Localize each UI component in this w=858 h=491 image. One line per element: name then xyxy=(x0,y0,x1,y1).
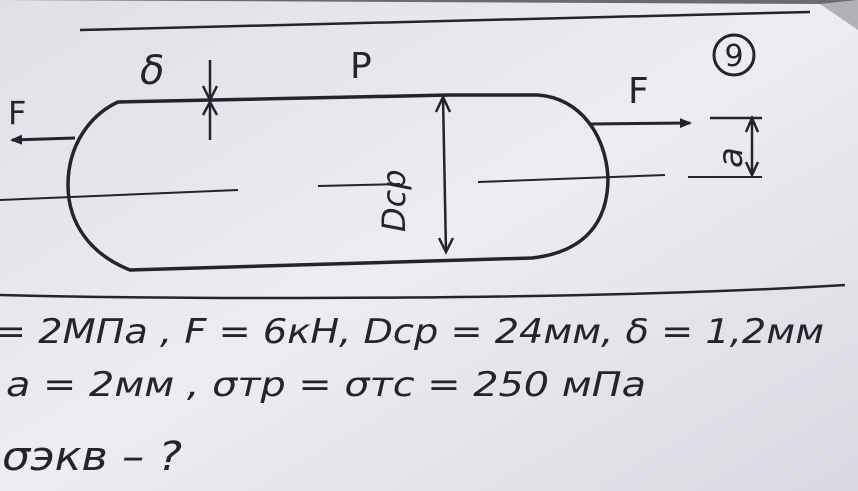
border-line-top xyxy=(79,10,811,32)
problem-number-circle xyxy=(712,33,756,77)
dimension-a-label: a xyxy=(711,147,751,168)
pressure-label: P xyxy=(350,46,372,87)
wall-thickness-label: δ xyxy=(140,48,164,94)
force-label-left: F xyxy=(8,94,26,132)
wall-thickness-dimension xyxy=(201,60,219,140)
force-arrow-left xyxy=(10,134,76,145)
given-line-1: = 2МПа , F = 6кН, Dср = 24мм, δ = 1,2мм xyxy=(0,312,824,352)
force-label-right: F xyxy=(628,71,649,112)
dimension-a xyxy=(710,114,762,178)
border-line-bottom xyxy=(0,283,846,300)
problem-number: 9 xyxy=(724,39,743,74)
paper-edge-shadow xyxy=(820,0,858,30)
center-line xyxy=(0,174,762,201)
force-arrow-right xyxy=(589,118,692,129)
diameter-label: Dср xyxy=(375,169,413,232)
given-line-3: σэкв – ? xyxy=(2,434,182,480)
diameter-dimension xyxy=(434,94,455,255)
given-line-2: a = 2мм , σтр = σтс = 250 мПа xyxy=(6,365,646,405)
